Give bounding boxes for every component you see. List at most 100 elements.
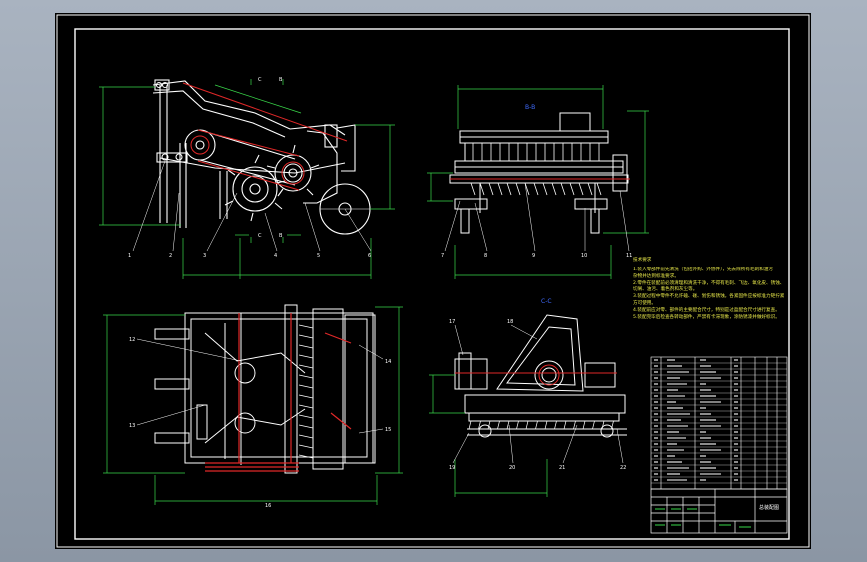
callout-9: 9 — [532, 253, 535, 259]
side-view — [152, 79, 371, 235]
note-line-7: 4.装配前应对零、部件的主要配合尺寸，特别是过盈配合尺寸进行复查。 — [633, 307, 780, 313]
front-tine — [542, 182, 548, 196]
front-tine — [569, 182, 575, 196]
note-line-2: 杂物并达到标准要求。 — [633, 273, 679, 279]
front-tine — [515, 182, 521, 196]
callout-1: 1 — [128, 253, 131, 259]
cc-view-cut — [455, 364, 617, 386]
plan-tine — [298, 434, 314, 439]
plan-tine — [298, 374, 314, 379]
callout-19: 19 — [449, 465, 455, 471]
plan-view-leaders — [136, 338, 384, 434]
cad-drawing: 1 2 3 4 5 6 7 8 9 10 11 12 13 14 15 16 1… — [56, 14, 810, 548]
notes-block: 1.装入零部件前先清洗（包括外购、外协件），先去除所有毛刺和油污 杂物并达到标准… — [633, 267, 785, 321]
cc-tine — [544, 420, 548, 430]
cc-tine — [611, 420, 614, 430]
title-block — [650, 488, 788, 534]
front-tine — [497, 182, 503, 196]
side-view-leaders — [132, 160, 372, 252]
cc-tine — [582, 420, 586, 430]
cc-tine — [478, 420, 481, 430]
front-tine — [479, 182, 485, 196]
callout-13: 13 — [129, 423, 135, 429]
note-line-4: 切屑、油污、着色剂和灰尘等。 — [633, 287, 698, 293]
parts-list-rows — [651, 362, 787, 484]
title-block-name: 总装配图 — [759, 504, 779, 511]
plan-view-cut — [205, 313, 352, 472]
front-tine — [578, 182, 584, 196]
plan-tine — [298, 444, 314, 449]
callout-17: 17 — [449, 319, 455, 325]
front-view-dims — [427, 85, 649, 279]
callout-7: 7 — [441, 253, 444, 259]
callout-3: 3 — [203, 253, 206, 259]
cc-tine — [535, 420, 538, 430]
cc-tine — [468, 420, 472, 430]
callout-10: 10 — [581, 253, 587, 259]
plan-view-dims — [103, 306, 403, 505]
front-tine — [587, 182, 593, 196]
plan-tine — [298, 404, 314, 409]
front-tine — [551, 182, 557, 196]
cc-view-teeth — [468, 420, 614, 430]
plan-tine — [298, 394, 314, 399]
front-tine — [506, 182, 512, 196]
callout-15: 15 — [385, 427, 391, 433]
plan-tine — [298, 364, 314, 369]
callout-14: 14 — [385, 359, 391, 365]
section-mark-c-top: C — [258, 77, 262, 83]
front-view — [449, 112, 629, 234]
side-view-dims — [99, 79, 395, 279]
cc-tine — [563, 420, 567, 430]
section-mark-b-bottom: B — [279, 233, 283, 239]
cc-tine — [554, 420, 557, 430]
plan-tine — [298, 324, 314, 329]
cc-tine — [573, 420, 576, 430]
callout-16: 16 — [265, 503, 271, 509]
callout-4: 4 — [274, 253, 277, 259]
cc-view-leaders — [452, 324, 624, 464]
plan-tine — [298, 334, 314, 339]
view-label-bb: B-B — [525, 104, 535, 111]
front-view-teeth — [470, 143, 602, 196]
plan-tine — [298, 414, 314, 419]
view-label-cc: C-C — [541, 298, 552, 305]
cc-tine — [592, 420, 595, 430]
front-tine — [533, 182, 539, 196]
note-line-1: 1.装入零部件前先清洗（包括外购、外协件），先去除所有毛刺和油污 — [633, 267, 773, 272]
callout-2: 2 — [169, 253, 172, 259]
front-tine — [524, 182, 530, 196]
cc-tine — [497, 420, 500, 430]
drawing-frame — [56, 14, 810, 548]
callout-20: 20 — [509, 465, 515, 471]
cc-tine — [487, 420, 491, 430]
front-tine — [488, 182, 494, 196]
cc-tine — [601, 420, 605, 430]
notes-title: 技术要求 — [633, 258, 652, 263]
plan-tine — [298, 454, 314, 459]
plan-tine — [298, 424, 314, 429]
note-line-5: 3.装配过程中零件不允许磕、碰、划伤和锈蚀。各紧固件应按标准力矩拧紧， — [633, 294, 785, 300]
cc-view-dims — [429, 374, 548, 497]
cc-tine — [506, 420, 510, 430]
cc-view — [454, 314, 627, 438]
section-marks: C B C B — [258, 77, 283, 239]
front-view-leaders — [444, 182, 630, 252]
note-line-6: 方可使用。 — [633, 300, 656, 306]
plan-view — [154, 304, 376, 474]
note-line-3: 2.零件在装配前必须清理和清洗干净，不得有毛刺、飞边、氧化皮、锈蚀、 — [633, 280, 785, 286]
front-tine — [596, 182, 602, 196]
parts-list-text — [654, 359, 738, 481]
side-view-cut — [182, 82, 348, 191]
plan-view-teeth — [298, 324, 314, 459]
callout-12: 12 — [129, 337, 135, 343]
cc-tine — [525, 420, 529, 430]
cc-tine — [516, 420, 519, 430]
callout-labels: 1 2 3 4 5 6 7 8 9 10 11 12 13 14 15 16 1… — [128, 253, 632, 509]
callout-8: 8 — [484, 253, 487, 259]
callout-22: 22 — [620, 465, 626, 471]
title-block-green — [655, 508, 751, 528]
plan-tine — [298, 344, 314, 349]
plan-tine — [298, 354, 314, 359]
callout-21: 21 — [559, 465, 565, 471]
